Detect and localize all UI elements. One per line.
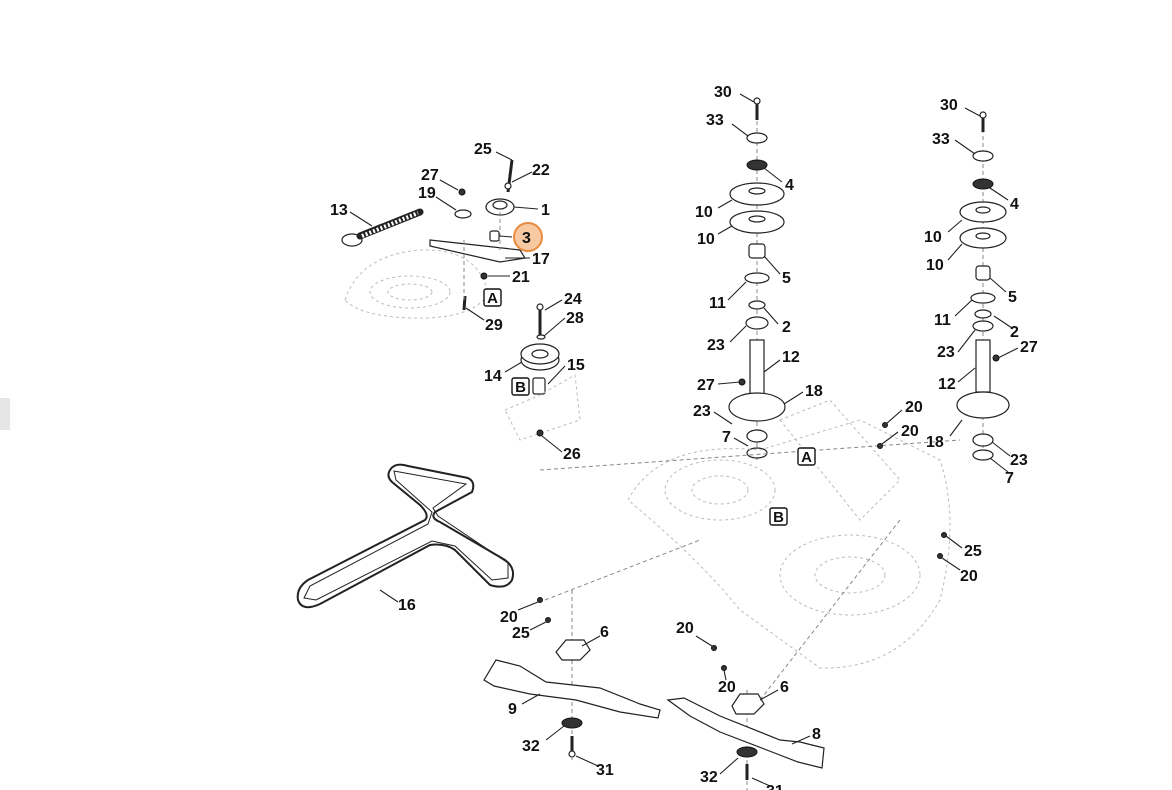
callout-lines-idler — [504, 299, 566, 453]
callout-lines-deck-fasteners — [517, 409, 963, 681]
callout-32[interactable]: 32 — [700, 769, 718, 786]
callout-25[interactable]: 25 — [512, 625, 530, 642]
tensioner-assembly — [341, 159, 526, 319]
mower-deck — [539, 399, 961, 701]
callout-27[interactable]: 27 — [1020, 339, 1038, 356]
callout-23[interactable]: 23 — [937, 344, 955, 361]
callout-lines-center — [713, 93, 804, 447]
svg-text:A: A — [801, 449, 812, 466]
svg-text:B: B — [515, 379, 526, 396]
callout-22[interactable]: 22 — [532, 162, 550, 179]
callout-15[interactable]: 15 — [567, 357, 585, 374]
callout-12[interactable]: 12 — [782, 349, 800, 366]
callout-21[interactable]: 21 — [512, 269, 530, 286]
callout-6[interactable]: 6 — [600, 624, 609, 641]
callout-5[interactable]: 5 — [1008, 289, 1017, 306]
reference-letter-A2: A — [797, 447, 816, 466]
callout-26[interactable]: 26 — [563, 446, 581, 463]
callout-31[interactable]: 31 — [596, 762, 614, 779]
callout-2[interactable]: 2 — [782, 319, 791, 336]
callout-3[interactable]: 3 — [522, 230, 531, 247]
callout-13[interactable]: 13 — [330, 202, 348, 219]
callout-18[interactable]: 18 — [926, 434, 944, 451]
callout-23[interactable]: 23 — [693, 403, 711, 420]
callout-31[interactable]: 31 — [766, 783, 784, 790]
callout-20[interactable]: 20 — [500, 609, 518, 626]
callout-5[interactable]: 5 — [782, 270, 791, 287]
callout-lines-right — [947, 107, 1019, 473]
callout-25[interactable]: 25 — [964, 543, 982, 560]
svg-text:B: B — [773, 509, 784, 526]
callout-16[interactable]: 16 — [398, 597, 416, 614]
callout-14[interactable]: 14 — [484, 368, 502, 385]
reference-letter-B1: B — [511, 377, 530, 396]
callout-20[interactable]: 20 — [901, 423, 919, 440]
callout-numbers: 13 27 19 25 22 1 3 17 21 29 24 28 15 14 … — [330, 84, 1038, 790]
callout-24[interactable]: 24 — [564, 291, 582, 308]
callout-28[interactable]: 28 — [566, 310, 584, 327]
callout-7[interactable]: 7 — [1005, 470, 1014, 487]
callout-7[interactable]: 7 — [722, 429, 731, 446]
callout-27[interactable]: 27 — [421, 167, 439, 184]
center-spindle-stack — [728, 97, 786, 460]
callout-17[interactable]: 17 — [532, 251, 550, 268]
callout-12[interactable]: 12 — [938, 376, 956, 393]
callout-30[interactable]: 30 — [940, 97, 958, 114]
callout-23[interactable]: 23 — [1010, 452, 1028, 469]
callout-10[interactable]: 10 — [697, 231, 715, 248]
callout-20[interactable]: 20 — [905, 399, 923, 416]
callout-30[interactable]: 30 — [714, 84, 732, 101]
idler-pulley-assembly — [504, 303, 581, 441]
left-blade-assembly — [483, 590, 661, 767]
callout-10[interactable]: 10 — [926, 257, 944, 274]
left-edge-tab — [0, 398, 10, 430]
callout-20[interactable]: 20 — [718, 679, 736, 696]
belt-part — [296, 463, 515, 609]
callout-8[interactable]: 8 — [812, 726, 821, 743]
callout-6[interactable]: 6 — [780, 679, 789, 696]
callout-32[interactable]: 32 — [522, 738, 540, 755]
callout-19[interactable]: 19 — [418, 185, 436, 202]
callout-9[interactable]: 9 — [508, 701, 517, 718]
reference-letter-A1: A — [483, 288, 502, 307]
callout-4[interactable]: 4 — [1010, 196, 1019, 213]
callout-10[interactable]: 10 — [924, 229, 942, 246]
callout-23[interactable]: 23 — [707, 337, 725, 354]
svg-text:A: A — [487, 290, 498, 307]
highlight-circle[interactable] — [513, 222, 543, 252]
callout-20[interactable]: 20 — [960, 568, 978, 585]
callout-10[interactable]: 10 — [695, 204, 713, 221]
callout-4[interactable]: 4 — [785, 177, 794, 194]
callout-11[interactable]: 11 — [934, 312, 951, 329]
right-blade-assembly — [666, 689, 825, 790]
callout-18[interactable]: 18 — [805, 383, 823, 400]
spring-part — [341, 208, 424, 247]
reference-letter-B2: B — [769, 507, 788, 526]
callout-27[interactable]: 27 — [697, 377, 715, 394]
callout-2[interactable]: 2 — [1010, 324, 1019, 341]
right-spindle-stack — [956, 111, 1010, 461]
callout-25[interactable]: 25 — [474, 141, 492, 158]
callout-33[interactable]: 33 — [932, 131, 950, 148]
callout-33[interactable]: 33 — [706, 112, 724, 129]
callout-11[interactable]: 11 — [709, 295, 726, 312]
callout-lines-left — [349, 151, 539, 321]
callout-29[interactable]: 29 — [485, 317, 503, 334]
callout-1[interactable]: 1 — [541, 202, 550, 219]
callout-20[interactable]: 20 — [676, 620, 694, 637]
